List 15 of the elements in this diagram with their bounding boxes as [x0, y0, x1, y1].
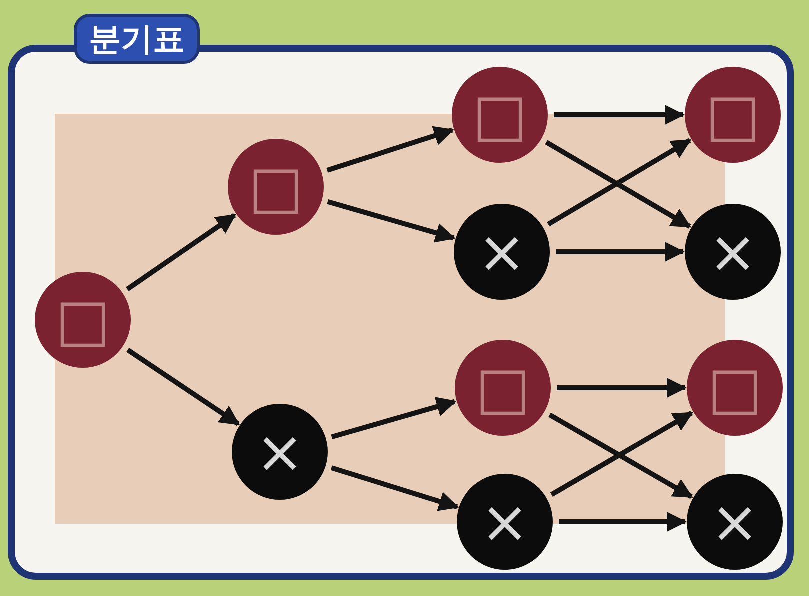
outcome-circle: □: [685, 67, 781, 163]
arrow: [327, 200, 456, 243]
arrow: [559, 512, 687, 532]
arrow: [557, 378, 687, 398]
arrow: [556, 242, 685, 262]
outcome-circle: □: [452, 67, 548, 163]
arrow: [554, 105, 685, 125]
outcome-circle: ×: [687, 474, 783, 570]
arrow: [326, 126, 454, 173]
arrow: [330, 466, 460, 512]
arrow: [331, 397, 457, 440]
outcome-circle: □: [687, 340, 783, 436]
title-tab: 분기표: [74, 14, 200, 64]
arrow: [126, 213, 236, 292]
arrow: [126, 348, 240, 426]
